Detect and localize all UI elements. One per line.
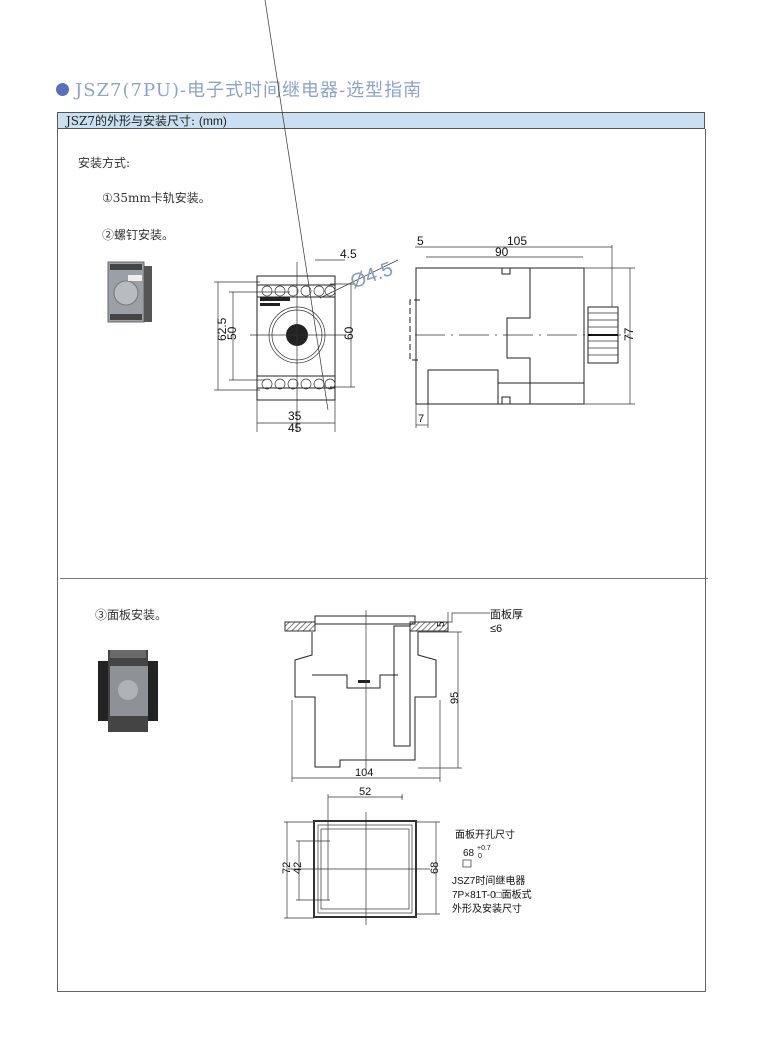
dim-90: 90 <box>495 245 509 259</box>
dim-42: 42 <box>292 862 304 874</box>
dim-50: 50 <box>225 326 239 340</box>
panel-cutout-drawing: 52 72 42 68 面板开孔尺寸 68 +0.7 0 JSZ7时间继电器 7… <box>281 786 532 925</box>
front-view-drawing: 62.5 50 60 4.5 Ø4.5 35 45 <box>214 0 399 435</box>
dim-62-5: 62.5 <box>215 317 229 341</box>
section-header-label: JSZ7的外形与安装尺寸: <box>66 114 196 128</box>
section-header: JSZ7的外形与安装尺寸: (mm) <box>57 112 705 129</box>
product-photo-din <box>107 261 152 323</box>
cutout-tolerance-minus: 0 <box>478 853 482 860</box>
dim-hole-diameter: Ø4.5 <box>348 258 396 294</box>
caption-line-3: 外形及安装尺寸 <box>452 902 522 915</box>
panel-thickness-max: ≤6 <box>490 623 502 635</box>
dim-60: 60 <box>342 326 356 340</box>
content-box <box>57 129 706 992</box>
caption-line-2: 7P×81T-0□面板式 <box>452 888 532 901</box>
dim-35: 35 <box>288 409 302 423</box>
install-method-din: ①35mm卡轨安装。 <box>102 191 211 205</box>
bullet-icon <box>56 82 69 96</box>
side-view-drawing: 5 105 90 77 7 <box>409 234 636 428</box>
dim-68: 68 <box>429 862 441 874</box>
dim-5: 5 <box>417 234 424 248</box>
install-heading: 安装方式: <box>78 156 131 170</box>
square-symbol-icon <box>462 859 472 868</box>
page-title: JSZ7(7PU)-电子式时间继电器-选型指南 <box>56 76 422 102</box>
cutout-size: 68 <box>463 848 475 859</box>
panel-thickness-label: 面板厚 <box>490 607 523 621</box>
dim-panel-5: 5 <box>436 621 447 627</box>
section-divider <box>60 578 708 579</box>
section-header-unit: (mm) <box>198 114 227 128</box>
dim-104: 104 <box>355 767 373 779</box>
product-photo-panel <box>98 650 158 732</box>
dim-7: 7 <box>418 413 424 425</box>
dim-105: 105 <box>507 234 527 248</box>
caption-line-1: JSZ7时间继电器 <box>452 874 525 887</box>
dim-72: 72 <box>281 862 293 874</box>
page-title-text: JSZ7(7PU)-电子式时间继电器-选型指南 <box>75 80 423 101</box>
dim-52: 52 <box>359 786 371 798</box>
panel-mount-drawing: 104 95 5 面板厚 ≤6 <box>284 607 523 782</box>
dim-95: 95 <box>449 692 461 704</box>
dim-45: 45 <box>288 421 302 435</box>
dim-77: 77 <box>622 327 636 341</box>
install-method-panel: ③面板安装。 <box>95 608 168 622</box>
dim-4-5: 4.5 <box>340 247 357 261</box>
cutout-tolerance-plus: +0.7 <box>477 845 491 852</box>
cutout-label: 面板开孔尺寸 <box>455 828 515 841</box>
install-method-screw: ②螺钉安装。 <box>102 228 175 242</box>
